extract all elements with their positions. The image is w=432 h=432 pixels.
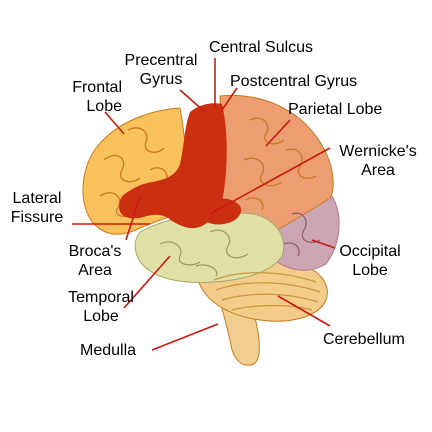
- label-brocas-area: Broca's Area: [60, 242, 130, 280]
- label-lateral-fissure-line1: Lateral: [12, 190, 62, 207]
- label-central-sulcus: Central Sulcus: [209, 39, 314, 56]
- label-occipital-lobe-line2: Lobe: [352, 262, 388, 279]
- cerebellum-folds: [213, 272, 321, 311]
- label-occipital-lobe: Occipital Lobe: [332, 242, 408, 280]
- label-frontal-lobe-line2: Lobe: [86, 98, 122, 115]
- temporal-gyri-lines: [159, 229, 249, 277]
- label-precentral-gyrus: Precentral Gyrus: [113, 51, 209, 89]
- label-brocas-area-line1: Broca's: [68, 243, 122, 260]
- wernickes-area-region: [199, 198, 242, 225]
- label-wernickes-area: Wernicke's Area: [326, 142, 430, 180]
- label-wernickes-area-line2: Area: [361, 162, 395, 179]
- label-parietal-lobe: Parietal Lobe: [288, 101, 383, 118]
- occipital-gyri-lines: [283, 212, 321, 257]
- label-medulla: Medulla: [80, 342, 137, 359]
- pointer-lines: [72, 58, 336, 351]
- label-temporal-lobe-line1: Temporal: [68, 289, 134, 306]
- label-wernickes-area-line1: Wernicke's: [339, 143, 417, 160]
- label-occipital-lobe-line1: Occipital: [339, 243, 401, 260]
- label-cerebellum: Cerebellum: [323, 331, 405, 348]
- label-postcentral-gyrus: Postcentral Gyrus: [230, 73, 358, 90]
- label-precentral-gyrus-line1: Precentral: [124, 52, 198, 69]
- temporal-lobe-shape: [134, 212, 285, 283]
- label-temporal-lobe-line2: Lobe: [83, 308, 119, 325]
- label-brocas-area-line2: Area: [78, 262, 112, 279]
- label-temporal-lobe: Temporal Lobe: [56, 288, 146, 326]
- label-frontal-lobe: Frontal Lobe: [48, 78, 122, 116]
- label-lateral-fissure: Lateral Fissure: [2, 189, 72, 227]
- label-precentral-gyrus-line2: Gyrus: [139, 71, 183, 88]
- label-lateral-fissure-line2: Fissure: [10, 209, 64, 226]
- label-frontal-lobe-line1: Frontal: [72, 79, 122, 96]
